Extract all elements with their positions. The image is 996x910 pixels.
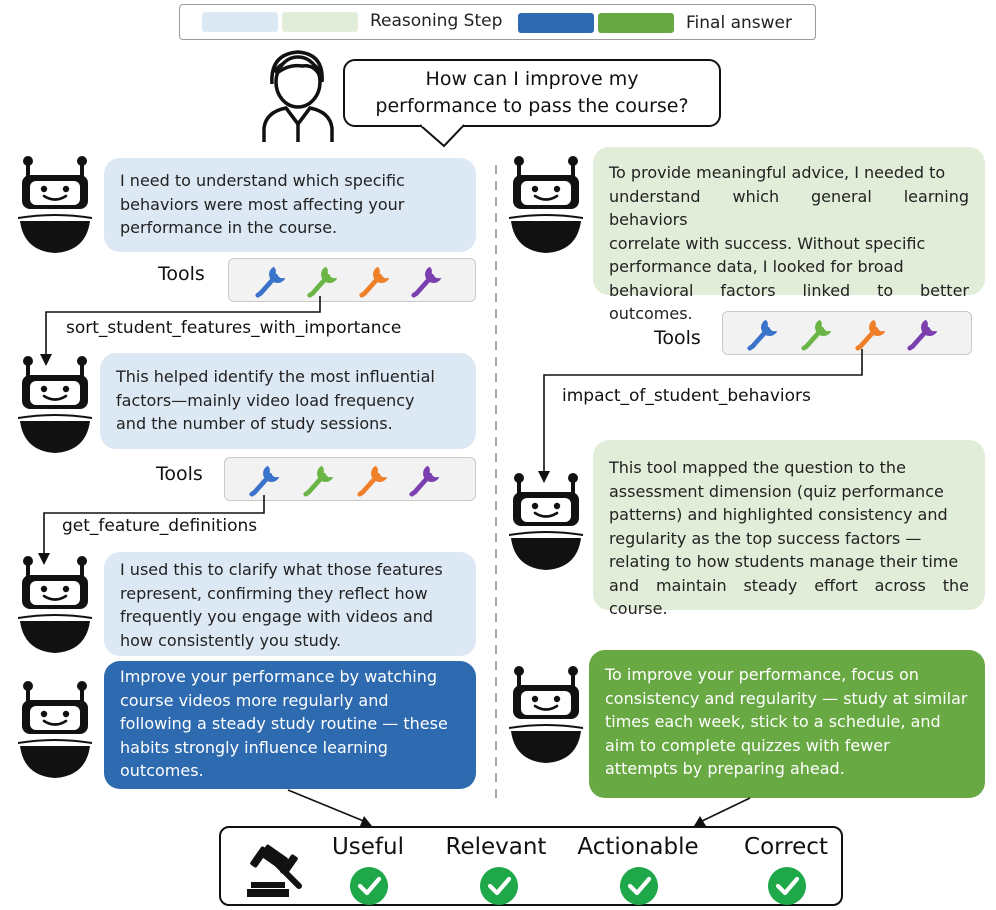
robot-icon [16, 555, 94, 655]
legend-swatch-final-green [598, 13, 674, 33]
wrench-icon[interactable] [799, 314, 837, 352]
text-line: correlate with success. Without specific [609, 233, 926, 253]
tools-panel-left-2 [224, 457, 476, 501]
text-line: how consistently you study. [120, 630, 342, 650]
tools-panel-right [722, 311, 972, 355]
wrench-icon[interactable] [305, 261, 343, 299]
right-reasoning-step-1: To provide meaningful advice, I needed t… [593, 147, 985, 323]
check-circle-icon [767, 866, 807, 906]
right-reasoning-step-2: This tool mapped the question to the ass… [593, 440, 985, 618]
tool-call-arrow [538, 349, 863, 483]
user-question-bubble: How can I improve my performance to pass… [343, 59, 721, 127]
text-line: and the number of study sessions. [116, 414, 393, 433]
tools-label: Tools [654, 327, 701, 349]
text-line: represent, confirming they reflect how [120, 583, 428, 603]
check-circle-icon [349, 866, 389, 906]
tool-call-arrow [38, 495, 265, 565]
legend-swatch-reasoning-blue [202, 12, 278, 32]
left-final-answer: Improve your performance by watching cou… [104, 661, 476, 789]
question-line-1: How can I improve my [425, 68, 639, 90]
text-line: times each week, stick to a schedule, an… [605, 712, 941, 731]
robot-icon [507, 665, 585, 765]
evaluation-panel: Useful Relevant Actionable Correct [219, 826, 843, 906]
wrench-icon[interactable] [905, 314, 943, 352]
text-line: I used this to clarify what those featur… [120, 560, 443, 579]
text-line: performance data, I looked for broad [609, 257, 904, 276]
left-reasoning-step-1: I need to understand which specific beha… [104, 158, 476, 252]
user-icon [262, 50, 334, 142]
wrench-icon[interactable] [355, 460, 393, 498]
robot-icon [507, 155, 585, 255]
text-line: To improve your performance, focus on [605, 665, 919, 684]
check-circle-icon [619, 866, 659, 906]
legend: Reasoning Step Final answer [179, 4, 816, 40]
legend-swatch-final-blue [518, 13, 594, 33]
text-line: understand which general learning behavi… [609, 186, 969, 230]
question-line-2: performance to pass the course? [375, 95, 689, 117]
text-line: patterns) and highlighted consistency an… [609, 505, 948, 524]
wrench-icon[interactable] [247, 460, 285, 498]
text-line: behaviors were most affecting your [120, 194, 405, 214]
text-line: relating to how students manage their ti… [609, 552, 959, 571]
tool-name-label: impact_of_student_behaviors [562, 386, 811, 406]
text-line: course videos more regularly and [120, 690, 389, 710]
text-line: consistency and regularity — study at si… [605, 688, 968, 708]
tool-name-label: sort_student_features_with_importance [66, 318, 402, 338]
left-reasoning-step-3: I used this to clarify what those featur… [104, 552, 476, 656]
check-circle-icon [479, 866, 519, 906]
tool-call-arrow [40, 296, 321, 366]
text-line: frequently you engage with videos and [120, 607, 434, 626]
robot-icon [16, 355, 94, 455]
column-divider [495, 165, 497, 805]
wrench-icon[interactable] [409, 261, 447, 299]
text-line: This helped identify the most influentia… [116, 367, 435, 386]
legend-final-label: Final answer [686, 13, 792, 33]
tools-label: Tools [158, 263, 205, 285]
text-line: habits strongly influence learning [120, 737, 388, 757]
wrench-icon[interactable] [745, 314, 783, 352]
text-line: following a steady study routine — these [120, 714, 448, 733]
text-line: This tool mapped the question to the [609, 458, 906, 477]
criterion-label: Actionable [577, 834, 699, 860]
tool-name-label: get_feature_definitions [62, 516, 258, 536]
text-line: aim to complete quizzes with fewer [605, 735, 890, 755]
robot-icon [16, 680, 94, 780]
wrench-icon[interactable] [253, 261, 291, 299]
text-line: and maintain steady effort across the co… [609, 575, 969, 619]
wrench-icon[interactable] [301, 460, 339, 498]
evaluation-arrows [287, 789, 751, 826]
text-line: To provide meaningful advice, I needed t… [609, 163, 946, 182]
text-line: assessment dimension (quiz performance [609, 481, 944, 501]
legend-swatch-reasoning-green [282, 12, 358, 32]
text-line: performance in the course. [120, 218, 338, 237]
wrench-icon[interactable] [853, 314, 891, 352]
text-line: attempts by preparing ahead. [605, 759, 845, 778]
right-final-answer: To improve your performance, focus on co… [589, 650, 985, 798]
wrench-icon[interactable] [357, 261, 395, 299]
tools-label: Tools [156, 463, 203, 485]
criterion-label: Correct [744, 834, 828, 860]
criterion-label: Useful [331, 834, 405, 860]
wrench-icon[interactable] [407, 460, 445, 498]
legend-reasoning-label: Reasoning Step [370, 11, 503, 31]
text-line: factors—mainly video load frequency [116, 390, 415, 410]
text-line: outcomes. [120, 761, 204, 780]
text-line: Improve your performance by watching [120, 667, 438, 686]
tools-panel-left-1 [228, 258, 476, 302]
text-line: I need to understand which specific [120, 171, 405, 190]
text-line: behavioral factors linked to better outc… [609, 280, 969, 324]
gavel-icon [247, 844, 302, 897]
robot-icon [507, 472, 585, 572]
robot-icon [16, 155, 94, 255]
left-reasoning-step-2: This helped identify the most influentia… [100, 353, 476, 449]
text-line: regularity as the top success factors — [609, 528, 922, 548]
question-bubble-tail [420, 124, 465, 148]
criterion-label: Relevant [445, 834, 547, 860]
